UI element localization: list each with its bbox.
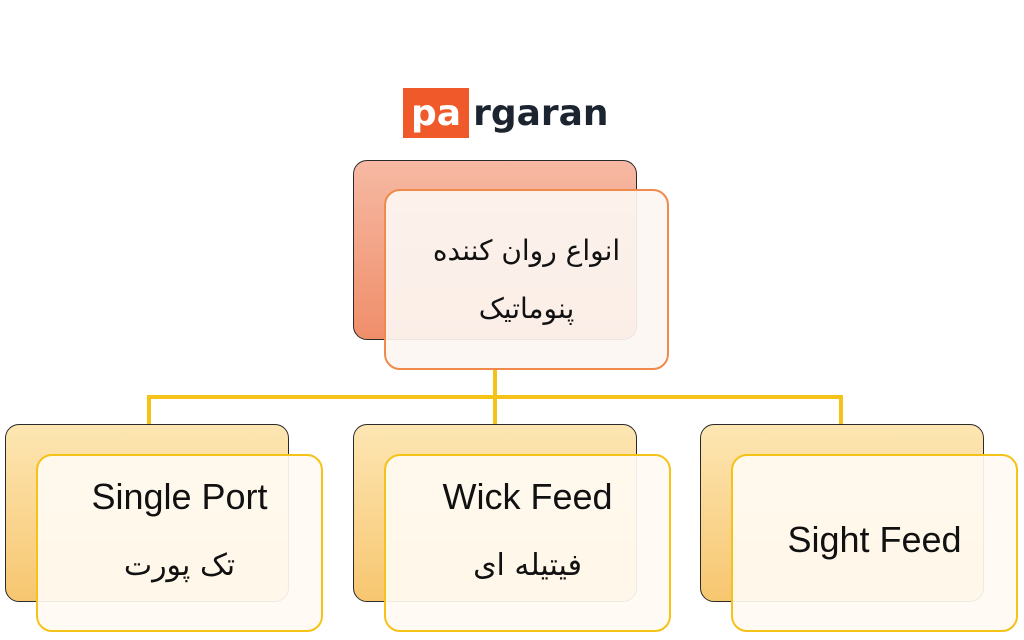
sight-feed-label: Sight Feed bbox=[787, 519, 962, 560]
sight-feed-node: Sight Feed bbox=[731, 454, 1018, 632]
wick-feed-fa-label: فیتیله ای bbox=[473, 548, 582, 583]
pargaran-logo: pa rgaran bbox=[403, 88, 609, 138]
root-title-line1: انواع روان کننده bbox=[432, 233, 621, 267]
logo-highlight: pa bbox=[403, 88, 470, 138]
wick-feed-node: Wick Feed فیتیله ای bbox=[384, 454, 671, 632]
wick-feed-label: Wick Feed bbox=[442, 476, 613, 517]
single-port-node: Single Port تک پورت bbox=[36, 454, 323, 632]
single-port-label: Single Port bbox=[91, 476, 268, 517]
logo-text: rgaran bbox=[473, 92, 609, 134]
root-node: انواع روان کننده پنوماتیک bbox=[384, 189, 669, 370]
single-port-fa-label: تک پورت bbox=[123, 548, 236, 583]
root-title-line2: پنوماتیک bbox=[478, 291, 575, 325]
